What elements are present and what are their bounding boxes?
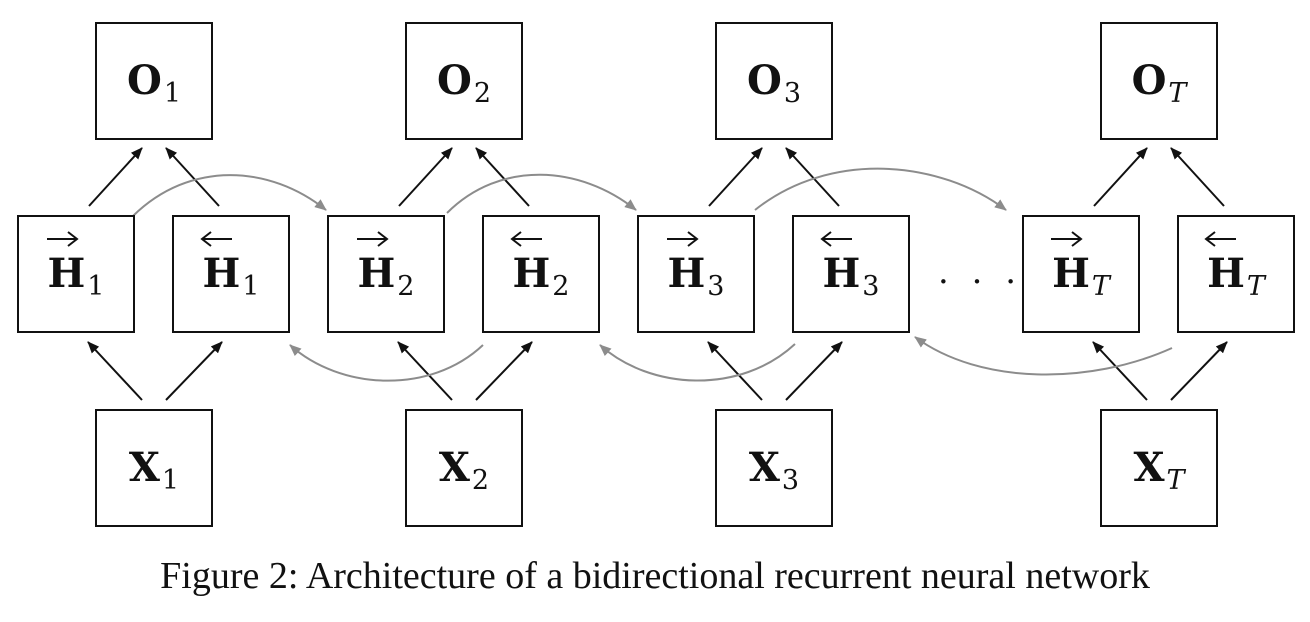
left-arrow-icon bbox=[819, 231, 852, 247]
left-arrow-icon bbox=[509, 231, 542, 247]
backward-recurrence-T-3 bbox=[914, 336, 1173, 376]
edge-hf2-o2 bbox=[398, 147, 453, 207]
edge-hb2-o2 bbox=[475, 147, 530, 207]
edge-hfT-oT bbox=[1093, 147, 1148, 207]
edge-x1-hb1 bbox=[165, 341, 223, 401]
edge-hbT-oT bbox=[1170, 147, 1225, 207]
backward-recurrence-2-1 bbox=[289, 344, 484, 382]
edge-xT-hfT bbox=[1092, 341, 1148, 401]
right-arrow-icon bbox=[1051, 231, 1083, 247]
forward-recurrence-1-2 bbox=[132, 174, 327, 217]
forward-recurrence-3-T bbox=[754, 167, 1007, 211]
right-arrow-icon bbox=[356, 231, 389, 247]
left-arrow-icon bbox=[199, 231, 232, 247]
edge-hf1-o1 bbox=[88, 147, 143, 207]
right-arrow-icon bbox=[46, 231, 79, 247]
connections-layer bbox=[87, 147, 1228, 401]
edge-hb1-o1 bbox=[165, 147, 220, 207]
left-arrow-icon bbox=[1204, 231, 1237, 247]
ellipsis: · · · bbox=[938, 262, 1023, 302]
edge-x1-hf1 bbox=[87, 341, 143, 401]
forward-recurrence-2-3 bbox=[446, 173, 637, 214]
edge-hb3-o3 bbox=[785, 147, 840, 207]
edge-x2-hf2 bbox=[397, 341, 453, 401]
edge-x3-hf3 bbox=[707, 341, 763, 401]
figure-caption: Figure 2: Architecture of a bidirectiona… bbox=[160, 555, 1150, 597]
edge-x3-hb3 bbox=[785, 341, 843, 401]
right-arrow-icon bbox=[666, 231, 699, 247]
edge-xT-hbT bbox=[1170, 341, 1228, 401]
edge-hf3-o3 bbox=[708, 147, 763, 207]
edge-x2-hb2 bbox=[475, 341, 533, 401]
backward-recurrence-3-2 bbox=[599, 343, 796, 382]
